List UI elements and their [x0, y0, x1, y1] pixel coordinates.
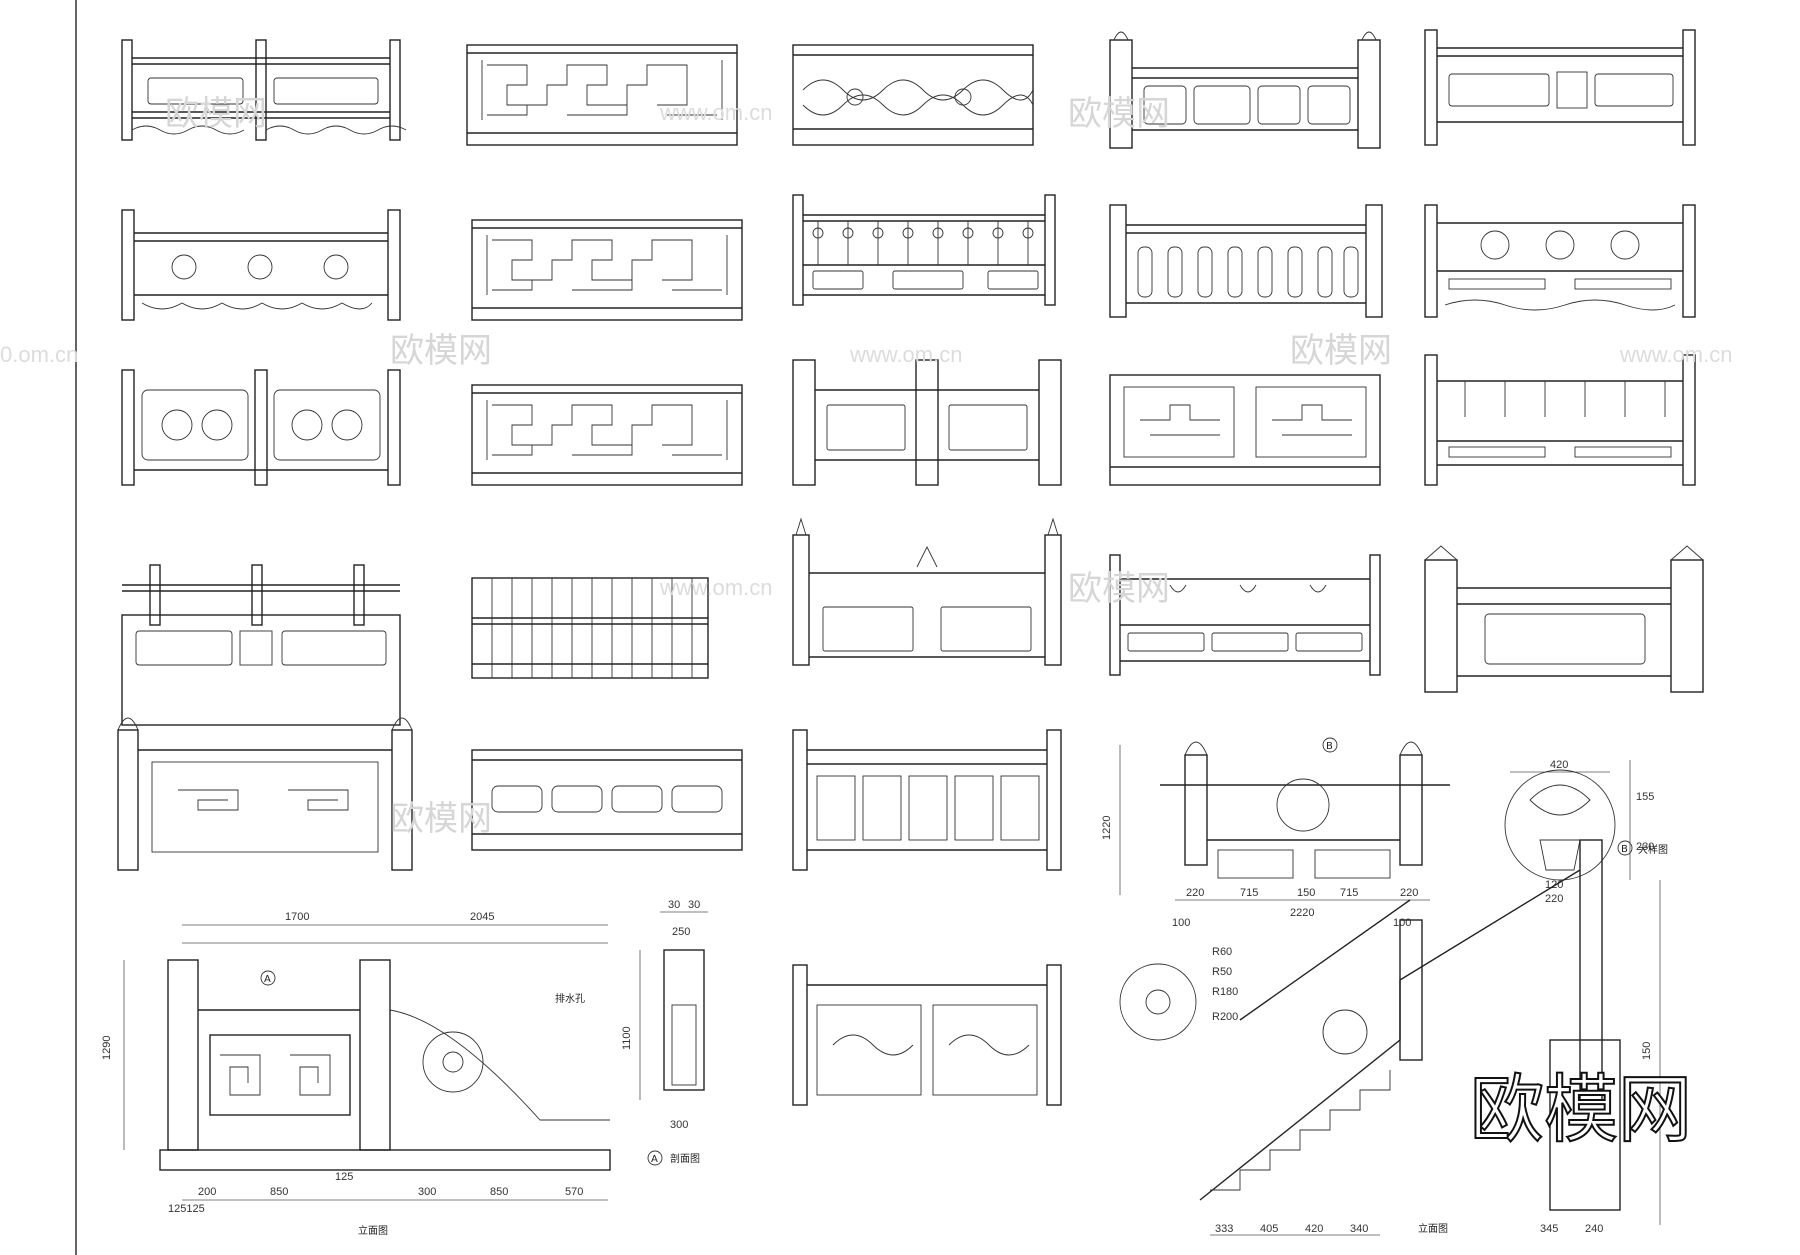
stair-dim-345: 345 [1540, 1223, 1558, 1235]
watermarks: 欧模网 欧模网 欧模网 欧模网 欧模网 欧模网 www.om.cn www.om… [0, 94, 1732, 1154]
sec-dim-250: 250 [672, 926, 690, 938]
watermark-url-1: www.om.cn [659, 100, 772, 125]
railing-drawing-24 [792, 964, 1062, 1106]
dim-850: 850 [270, 1186, 288, 1198]
callout-a: A [264, 974, 271, 985]
railing-drawing-22 [471, 749, 743, 851]
rf-dim-2220: 2220 [1290, 907, 1314, 919]
railing-drawing-15 [1424, 354, 1696, 486]
section-label: 剖面图 [670, 1152, 700, 1165]
watermark-brand-5: 欧模网 [1068, 569, 1170, 609]
rf-dim-100b: 100 [1393, 917, 1411, 929]
dim-2045: 2045 [470, 911, 494, 923]
dim-850-2: 850 [490, 1186, 508, 1198]
watermark-url-3: www.om.cn [1619, 342, 1732, 367]
rf-dim-100: 100 [1172, 917, 1190, 929]
post-right [359, 959, 391, 1151]
flower-medallion [422, 1031, 484, 1093]
rf-dim-150: 150 [1297, 887, 1315, 899]
rf-dim-715b: 715 [1340, 887, 1358, 899]
watermark-large: 欧模网 [1470, 1067, 1692, 1153]
stair-label: 立面图 [1418, 1222, 1448, 1235]
detail-b: 420 155 230 120 220 B 大样图 [1504, 759, 1668, 905]
stair-railing-detail: R60 R50 R180 R200 333 405 420 340 立面图 15… [1119, 839, 1661, 1236]
railing-drawing-11 [121, 369, 401, 486]
callout-b: B [1326, 741, 1333, 752]
railing-drawing-8 [792, 194, 1056, 306]
railing-drawing-3 [792, 44, 1034, 146]
railing-drawing-2 [466, 44, 738, 146]
railing-drawing-19 [1109, 554, 1381, 676]
flower-r180: R180 [1212, 986, 1238, 998]
dim-125: 125 [335, 1171, 353, 1183]
railing-drawing-21 [117, 717, 413, 871]
front-view-detail: 1700 2045 1290 125 200 850 300 850 570 1… [101, 911, 611, 1237]
watermark-brand-2: 欧模网 [1068, 94, 1170, 134]
watermark-url-left: 0.om.cn [0, 342, 78, 367]
railing-drawing-12 [471, 384, 743, 486]
railing-drawing-23 [792, 729, 1062, 871]
dim-570: 570 [565, 1186, 583, 1198]
sec-dim-300: 300 [670, 1119, 688, 1131]
railing-drawing-20 [1424, 545, 1704, 693]
stair-dim-340: 340 [1350, 1223, 1368, 1235]
railing-drawing-14 [1109, 374, 1381, 486]
railing-drawing-6 [121, 209, 401, 321]
rf-dim-1220: 1220 [1101, 816, 1113, 840]
dim-125125: 125125 [168, 1203, 205, 1215]
railing-drawing-13 [792, 359, 1062, 486]
railing-drawing-16 [121, 564, 401, 726]
detail-label: 大样图 [1638, 843, 1668, 856]
watermark-brand-6: 欧模网 [390, 799, 492, 839]
rf-dim-220b: 220 [1400, 887, 1418, 899]
watermark-brand-1: 欧模网 [165, 94, 267, 134]
center-panel [209, 1034, 351, 1116]
post-left [167, 959, 199, 1151]
detb-dim-155: 155 [1636, 791, 1654, 803]
watermark-url-4: www.om.cn [659, 575, 772, 600]
section-callout-a: A [651, 1154, 658, 1165]
detb-dim-230: 230 [1636, 841, 1654, 853]
dim-300: 300 [418, 1186, 436, 1198]
base-plinth [159, 1149, 611, 1171]
front-view-label: 立面图 [358, 1224, 388, 1237]
railing-drawing-17 [471, 577, 709, 679]
sec-dim-30b: 30 [688, 899, 700, 911]
dim-1700: 1700 [285, 911, 309, 923]
detb-dim-220: 220 [1545, 893, 1563, 905]
rf-dim-715: 715 [1240, 887, 1258, 899]
sec-dim-1100: 1100 [621, 1026, 633, 1050]
watermark-brand-3: 欧模网 [390, 331, 492, 371]
sec-dim-30: 30 [668, 899, 680, 911]
railing-drawing-10 [1424, 204, 1696, 318]
railing-drawing-18 [792, 517, 1062, 666]
stair-dim-2670: 150 [1641, 1042, 1653, 1060]
railing-drawing-5 [1424, 29, 1696, 146]
section-a-detail: 30 30 250 1100 300 A 剖面图 [621, 899, 708, 1166]
drain-note: 排水孔 [555, 992, 585, 1005]
dim-200: 200 [198, 1186, 216, 1198]
stair-dim-405: 405 [1260, 1223, 1278, 1235]
watermark-url-2: www.om.cn [849, 342, 962, 367]
dim-1290: 1290 [101, 1036, 113, 1060]
stair-dim-420: 420 [1305, 1223, 1323, 1235]
flower-r50: R50 [1212, 966, 1232, 978]
railing-drawing-7 [471, 219, 743, 321]
flower-r200: R200 [1212, 1011, 1238, 1023]
rf-dim-220: 220 [1186, 887, 1204, 899]
detail-callout-b: B [1621, 844, 1628, 855]
detb-dim-420: 420 [1550, 759, 1568, 771]
railing-drawing-9 [1109, 204, 1383, 318]
right-front-detail: B 1220 220 715 150 715 220 2220 100 100 [1101, 737, 1450, 929]
railing-drawing-4 [1109, 31, 1381, 149]
watermark-brand-4: 欧模网 [1290, 331, 1392, 371]
flower-r60: R60 [1212, 946, 1232, 958]
stair-dim-333: 333 [1215, 1223, 1233, 1235]
stair-dim-240: 240 [1585, 1223, 1603, 1235]
